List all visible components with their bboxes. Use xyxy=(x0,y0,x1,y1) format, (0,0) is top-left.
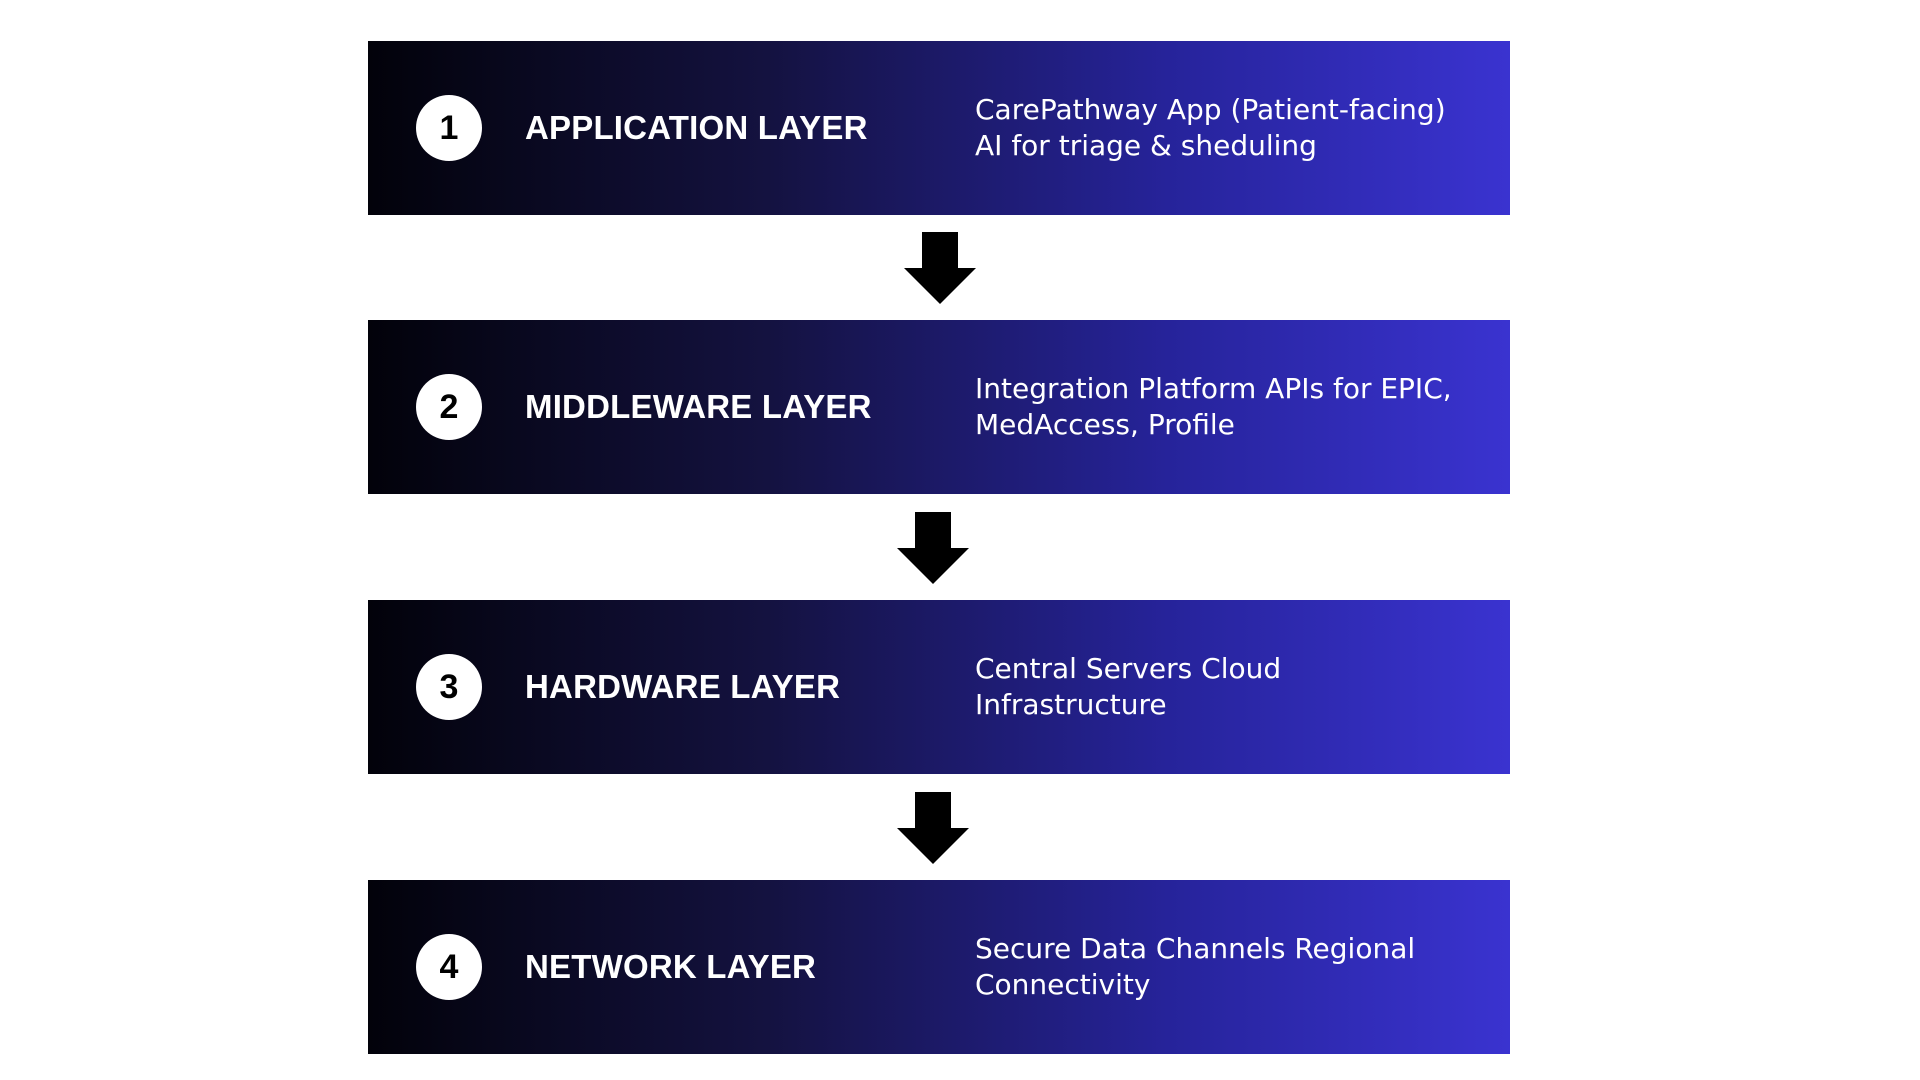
layer-box-middleware: 2 MIDDLEWARE LAYER Integration Platform … xyxy=(368,320,1510,494)
description-line: AI for triage & sheduling xyxy=(975,129,1317,162)
layer-description: CarePathway App (Patient-facing) AI for … xyxy=(975,92,1495,164)
description-line: Integration Platform APIs for EPIC, xyxy=(975,372,1452,405)
description-line: CarePathway App (Patient-facing) xyxy=(975,93,1446,126)
layer-description: Integration Platform APIs for EPIC, MedA… xyxy=(975,371,1495,443)
description-line: Infrastructure xyxy=(975,688,1167,721)
step-number-badge: 1 xyxy=(416,95,482,161)
layer-title: APPLICATION LAYER xyxy=(525,109,868,146)
description-line: Central Servers Cloud xyxy=(975,652,1282,685)
arrow-down-icon xyxy=(897,512,969,584)
step-number-badge: 3 xyxy=(416,654,482,720)
layer-description: Secure Data Channels Regional Connectivi… xyxy=(975,931,1495,1003)
layer-title: HARDWARE LAYER xyxy=(525,668,841,705)
step-number-badge: 4 xyxy=(416,934,482,1000)
step-number-badge: 2 xyxy=(416,374,482,440)
layer-box-network: 4 NETWORK LAYER Secure Data Channels Reg… xyxy=(368,880,1510,1054)
arrow-down-icon xyxy=(897,792,969,864)
description-line: Secure Data Channels Regional xyxy=(975,932,1416,965)
description-line: Connectivity xyxy=(975,968,1151,1001)
layer-title: NETWORK LAYER xyxy=(525,948,817,985)
layer-description: Central Servers Cloud Infrastructure xyxy=(975,651,1495,723)
arrow-down-icon xyxy=(904,232,976,304)
layer-box-application: 1 APPLICATION LAYER CarePathway App (Pat… xyxy=(368,41,1510,215)
layer-box-hardware: 3 HARDWARE LAYER Central Servers Cloud I… xyxy=(368,600,1510,774)
description-line: MedAccess, Profile xyxy=(975,408,1235,441)
layer-title: MIDDLEWARE LAYER xyxy=(525,388,872,425)
